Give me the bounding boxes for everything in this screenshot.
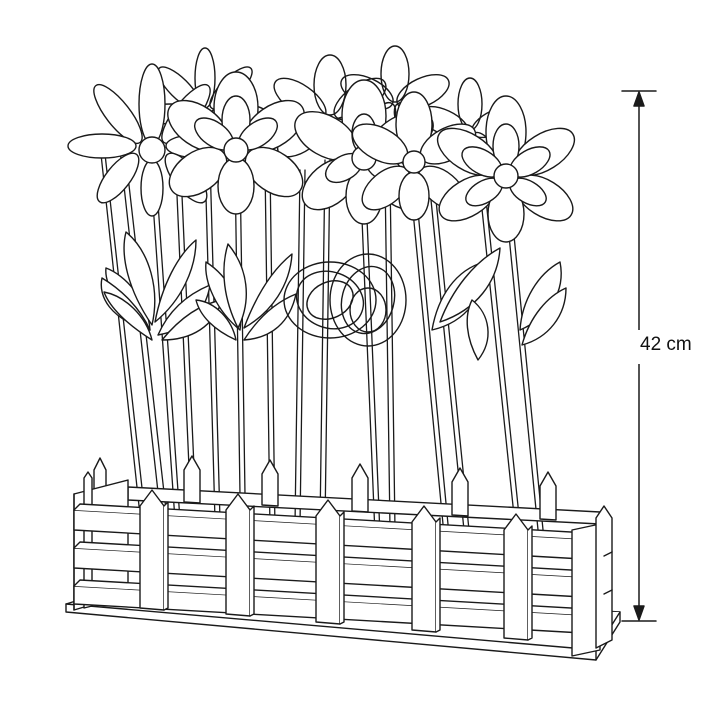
back-picket [539, 471, 557, 521]
flower-center [402, 150, 426, 174]
front-picket [315, 499, 341, 625]
leaf [103, 291, 153, 341]
dimension-arrow-bottom [633, 605, 645, 621]
leaf [154, 239, 197, 323]
leaf [243, 253, 293, 329]
back-picket [351, 463, 369, 513]
front-picket [411, 505, 437, 633]
spiral-ornament [283, 253, 407, 347]
back-picket [183, 455, 201, 504]
leaf [123, 231, 156, 326]
front-picket [225, 493, 251, 617]
flower-center [223, 137, 249, 163]
flower-center [493, 163, 519, 189]
height-dimension [621, 90, 657, 622]
leaf [195, 299, 237, 341]
front-picket [139, 489, 165, 611]
leaf [439, 247, 501, 323]
flower-head-2 [167, 71, 305, 215]
end-picket-right [595, 505, 613, 649]
flower-head-5 [436, 95, 576, 243]
leaf [223, 243, 247, 329]
dimension-arrow-top [633, 91, 645, 107]
back-picket [261, 459, 279, 507]
flower-center [138, 136, 166, 164]
leaf [466, 299, 489, 361]
planter-box [65, 455, 621, 661]
front-picket [503, 513, 529, 641]
leaves [100, 231, 567, 361]
back-picket [451, 467, 469, 517]
leaf [521, 287, 567, 346]
end-panel-right [571, 523, 601, 657]
height-label: 42 cm [640, 334, 692, 355]
